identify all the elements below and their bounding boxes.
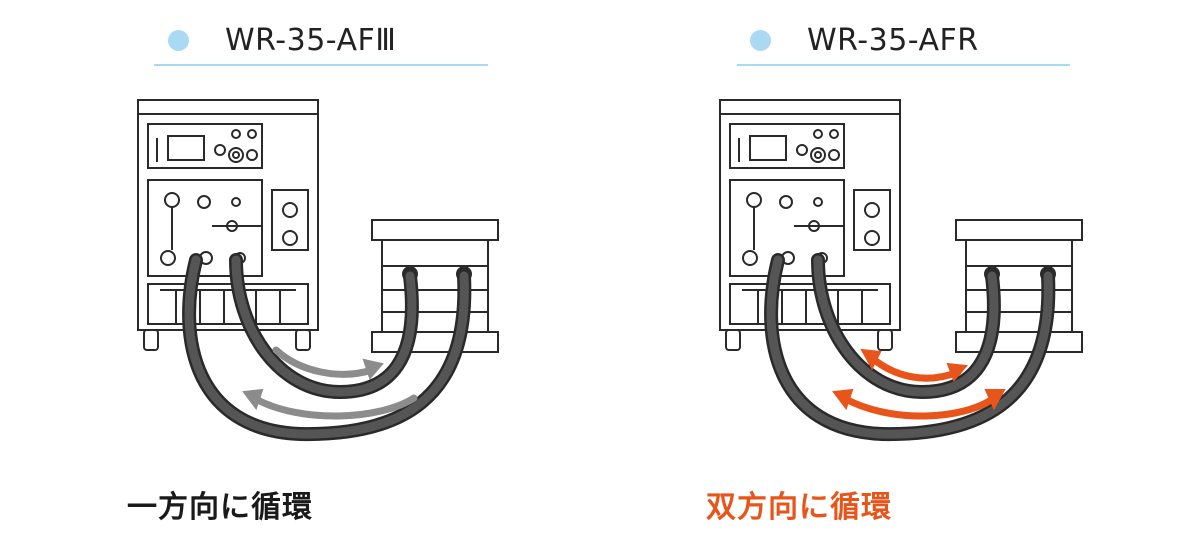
panel-one-way: WR-35-AFⅢ xyxy=(127,18,499,525)
title-bullet-icon xyxy=(750,29,771,51)
model-title: WR-35-AFⅢ xyxy=(225,22,397,58)
model-title-row: WR-35-AFR xyxy=(750,18,979,62)
panel-two-way: WR-35-AFR xyxy=(600,0,1200,550)
mold-unit xyxy=(955,219,1083,353)
two-way-circulation-diagram xyxy=(719,99,1083,442)
return-flow-arrow xyxy=(840,394,998,420)
arrowhead-icon xyxy=(860,348,882,371)
hoses xyxy=(764,253,1056,442)
temperature-controller-unit xyxy=(137,99,319,351)
model-title: WR-35-AFR xyxy=(807,22,979,58)
title-underline xyxy=(154,64,488,66)
supply-flow-arrow xyxy=(272,346,376,378)
supply-flow-arrow xyxy=(868,354,962,382)
flow-caption: 一方向に循環 xyxy=(127,490,313,525)
model-title-row: WR-35-AFⅢ xyxy=(168,18,396,62)
flow-arrows xyxy=(832,348,1006,420)
flow-arrows xyxy=(242,346,418,420)
arrowhead-icon xyxy=(946,362,968,382)
title-bullet-icon xyxy=(168,29,189,51)
hoses xyxy=(182,253,472,442)
one-way-circulation-diagram xyxy=(137,99,499,442)
title-underline xyxy=(737,64,1070,66)
mold-unit xyxy=(371,219,499,353)
temperature-controller-unit xyxy=(719,99,901,351)
return-flow-arrow xyxy=(250,394,418,420)
arrowhead-icon xyxy=(362,358,384,380)
arrowhead-icon xyxy=(832,388,854,411)
flow-caption: 双方向に循環 xyxy=(706,490,892,525)
arrowhead-icon xyxy=(242,388,264,411)
arrowhead-icon xyxy=(984,389,1006,411)
